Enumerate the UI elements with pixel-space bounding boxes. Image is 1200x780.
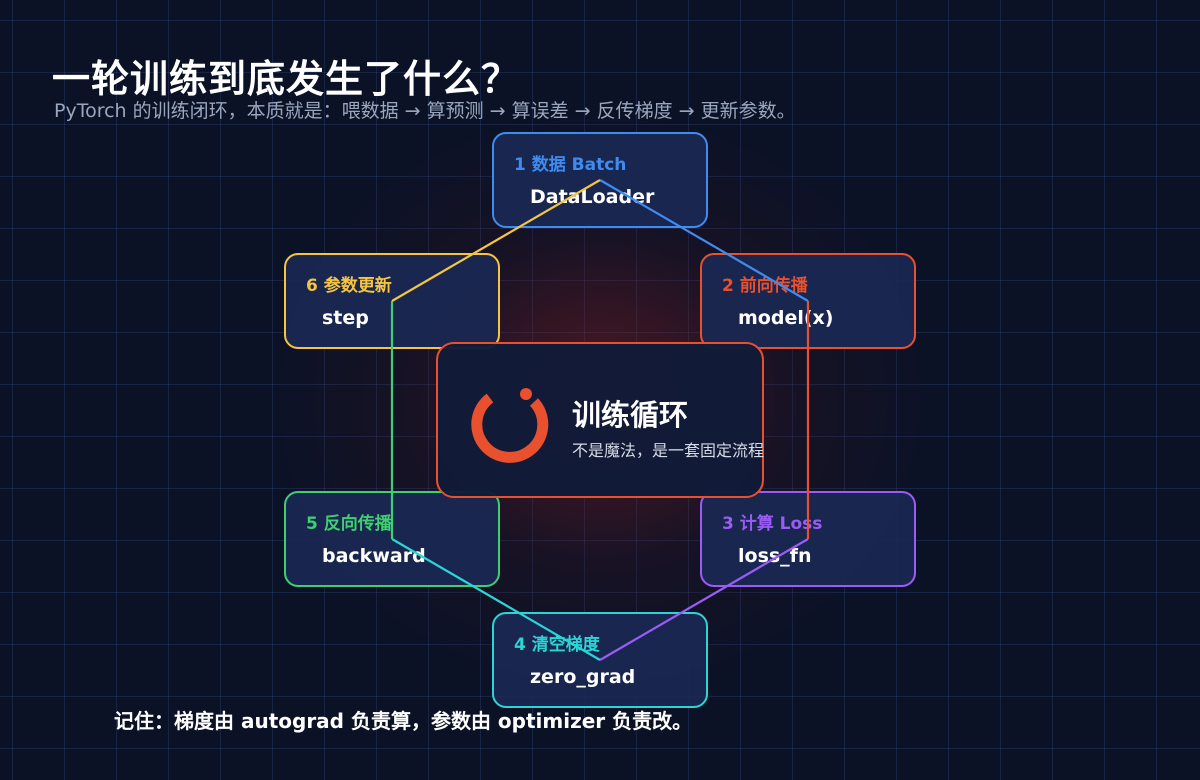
step-card-backward: 5 反向传播 backward [284,491,500,587]
step-label: 1 数据 Batch [514,155,627,175]
center-title: 训练循环 [572,398,689,432]
page-subtitle: PyTorch 的训练闭环，本质就是：喂数据 → 算预测 → 算误差 → 反传梯… [54,100,796,122]
footer-note: 记住：梯度由 autograd 负责算，参数由 optimizer 负责改。 [114,709,693,733]
step-label: 2 前向传播 [722,276,808,296]
step-card-loss: 3 计算 Loss loss_fn [700,491,916,587]
step-card-zero-grad: 4 清空梯度 zero_grad [492,612,708,708]
step-code: DataLoader [530,186,655,208]
center-card: 训练循环 不是魔法，是一套固定流程 [436,342,764,498]
center-subtitle: 不是魔法，是一套固定流程 [572,441,765,460]
step-code: step [322,307,369,329]
page-title: 一轮训练到底发生了什么？ [52,57,521,101]
step-code: model(x) [738,307,834,329]
step-card-update: 6 参数更新 step [284,253,500,349]
step-card-data-batch: 1 数据 Batch DataLoader [492,132,708,228]
step-label: 6 参数更新 [306,276,392,296]
step-code: zero_grad [530,666,636,688]
step-code: backward [322,545,426,567]
step-label: 4 清空梯度 [514,635,600,655]
step-label: 5 反向传播 [306,514,392,534]
step-code: loss_fn [738,545,812,567]
step-label: 3 计算 Loss [722,514,823,534]
step-card-forward: 2 前向传播 model(x) [700,253,916,349]
pytorch-logo-icon [471,388,549,463]
